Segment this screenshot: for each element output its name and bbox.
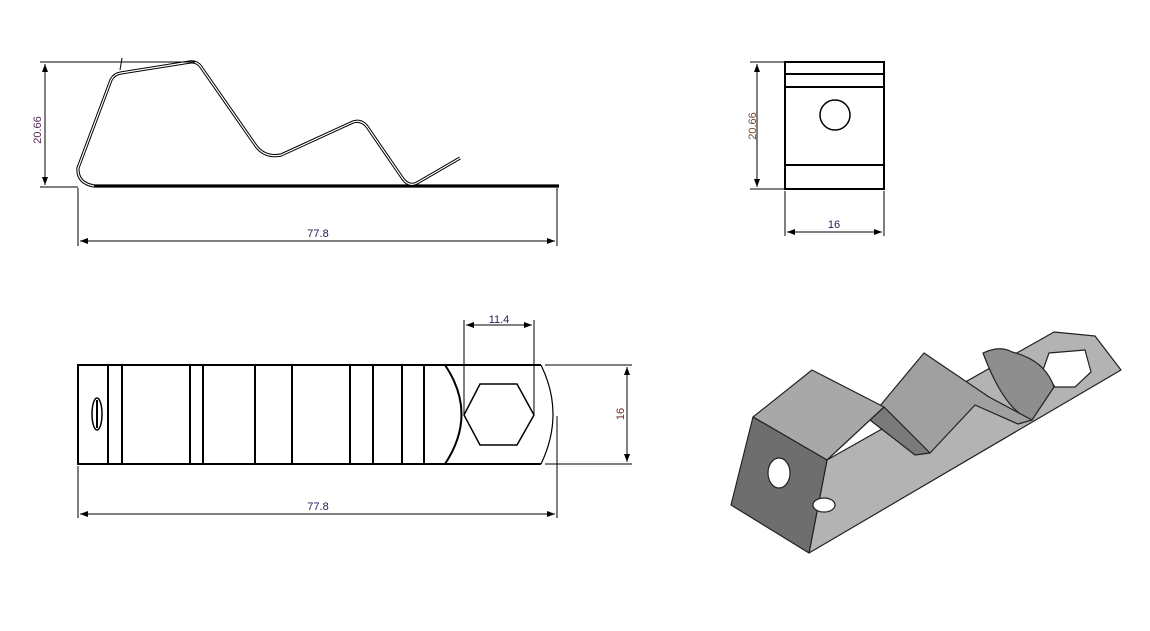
base-hole: [812, 497, 836, 513]
length-dimension-label: 77.8: [307, 228, 328, 240]
height-dimension-label: 20.66: [32, 116, 44, 144]
spring-profile: [76, 60, 559, 188]
hole: [819, 99, 851, 131]
slot: [91, 397, 103, 431]
width-dimension-label: 16: [615, 408, 627, 420]
hex-hole: [463, 383, 535, 446]
top-view: 11.4 16 77.8: [77, 314, 632, 518]
isometric-view: [730, 331, 1122, 554]
half-disc: [982, 348, 1055, 421]
width-dimension-label: 16: [828, 219, 840, 231]
side-view: 20.66 77.8: [32, 57, 559, 246]
front-hole: [767, 457, 791, 489]
height-dimension-label: 20.66: [747, 112, 759, 140]
end-view: 20.66 16: [747, 61, 885, 236]
hex-dimension-label: 11.4: [489, 314, 510, 326]
length-dimension-label: 77.8: [307, 501, 328, 513]
